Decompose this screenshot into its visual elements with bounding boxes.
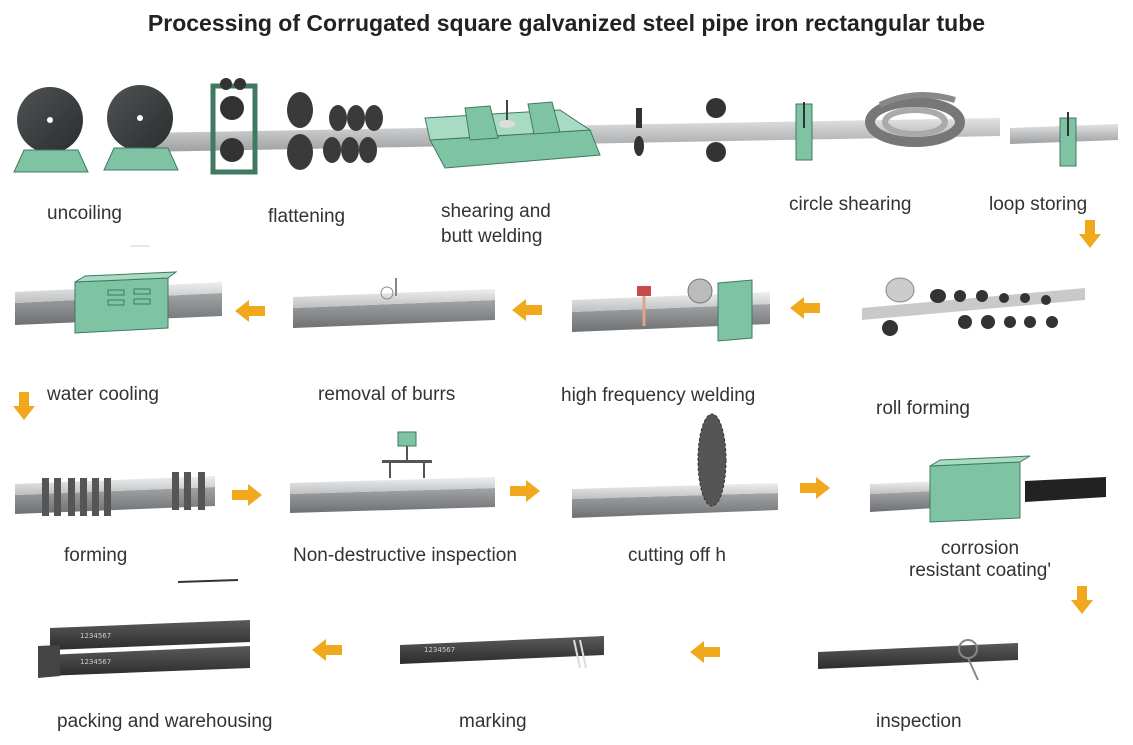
deburring-pipe (293, 278, 495, 328)
pipe-mark-3: 1234567 (424, 646, 455, 654)
pipe-mark-2: 1234567 (80, 658, 111, 666)
label-forming: forming (64, 545, 128, 566)
shearing-welding-machine (424, 100, 601, 169)
label-packing-and-warehousing: packing and warehousing (57, 711, 273, 732)
label-loop-storing: loop storing (989, 194, 1088, 215)
row1-strip (140, 118, 1118, 152)
label-water-cooling: water cooling (47, 384, 159, 405)
label-high-frequency-welding: high frequency welding (561, 385, 756, 406)
label-corrosion-line1: corrosion (940, 538, 1020, 559)
packing-stack: 1234567 1234567 (38, 620, 250, 678)
arrow-right-3 (800, 477, 830, 499)
water-cooling-machine (15, 271, 222, 334)
forming-machine (15, 472, 215, 516)
label-flattening: flattening (268, 206, 346, 227)
arrow-down-1 (1079, 220, 1101, 248)
page-title: Processing of Corrugated square galvaniz… (147, 10, 986, 36)
label-shearing-line2: butt welding (441, 226, 543, 247)
arrow-left-5 (690, 641, 720, 663)
arrow-down-2 (13, 392, 35, 420)
coating-machine (870, 455, 1106, 523)
label-shearing-line1: shearing and (441, 201, 551, 222)
ndt-inspection-machine (290, 431, 495, 513)
label-circle-shearing: circle shearing (789, 194, 912, 215)
pipe-mark-1: 1234567 (80, 632, 111, 640)
marking-pipe: 1234567 (400, 636, 604, 669)
arrow-left-4 (312, 639, 342, 661)
label-marking: marking (459, 711, 527, 732)
cutting-saw (572, 413, 778, 518)
arrow-right-2 (510, 480, 540, 502)
flattening-machine (210, 78, 383, 175)
inspection-pipe (818, 639, 1018, 681)
arrow-right-1 (232, 484, 262, 506)
loop-storing-coil (865, 92, 1077, 167)
circle-shearing-machine (795, 102, 813, 161)
arrow-left-2 (512, 299, 542, 321)
arrow-left-1 (235, 300, 265, 322)
roll-forming-machine (862, 277, 1085, 336)
label-inspection: inspection (876, 711, 962, 732)
uncoiler-machine (13, 85, 179, 173)
welding-machine (572, 278, 770, 342)
label-nondestructive-inspection: Non-destructive inspection (293, 545, 517, 566)
label-cutting-off: cutting off h (628, 545, 726, 566)
arrow-down-3 (1071, 586, 1093, 614)
arrow-left-3 (790, 297, 820, 319)
label-corrosion-line2: resistant coating' (909, 560, 1051, 581)
label-roll-forming: roll forming (876, 398, 970, 419)
label-uncoiling: uncoiling (47, 203, 122, 224)
strip-guide-rollers (634, 98, 726, 162)
label-removal-of-burrs: removal of burrs (318, 384, 456, 405)
